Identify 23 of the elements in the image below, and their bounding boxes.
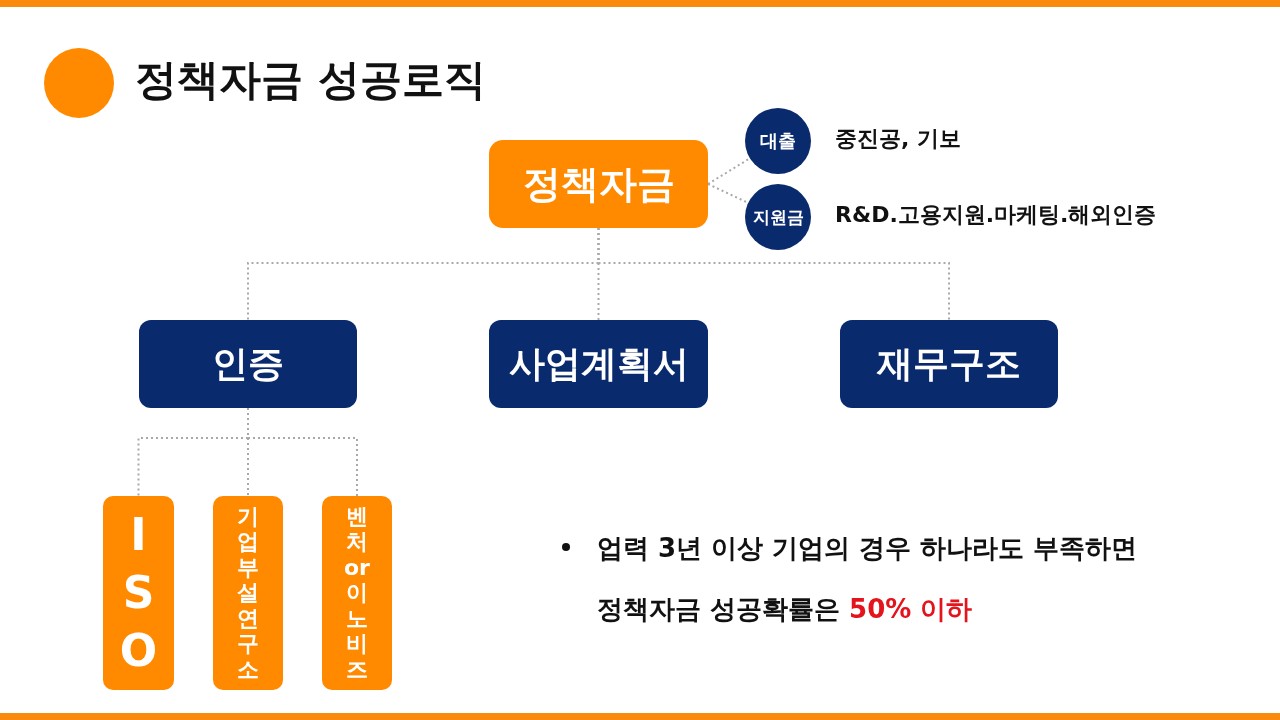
branch-box bbox=[139, 320, 357, 408]
connector-line bbox=[597, 227, 950, 321]
box-label: 기업부설연구소 bbox=[236, 503, 260, 683]
leaf-box bbox=[103, 496, 174, 690]
leaf-box bbox=[322, 496, 392, 690]
connector-line bbox=[247, 407, 358, 497]
box-label: 벤처 or 이노비즈 bbox=[343, 503, 371, 683]
box-label: ISO bbox=[118, 508, 159, 678]
leaf-box bbox=[213, 496, 283, 690]
title-text: 정책자금 성공로직 bbox=[135, 54, 486, 106]
box-label: 사업계획서 bbox=[508, 341, 689, 386]
box-label: 지원금 bbox=[752, 205, 804, 229]
root-box bbox=[489, 140, 708, 228]
connector-line bbox=[707, 157, 751, 185]
box-label: 재무구조 bbox=[877, 341, 1021, 386]
box-label: 대출 bbox=[760, 129, 796, 153]
note-text: 중진공, 기보 bbox=[835, 125, 962, 153]
box-label: 정책자금 bbox=[522, 160, 675, 208]
note-text: R&D.고용지원.마케팅.해외인증 bbox=[835, 201, 1157, 229]
branch-box bbox=[840, 320, 1058, 408]
box-label: 인증 bbox=[212, 341, 284, 386]
branch-box bbox=[489, 320, 708, 408]
bullet-text: 업력 3년 이상 기업의 경우 하나라도 부족하면 정책자금 성공확률은 50% 이하 bbox=[597, 532, 1139, 626]
